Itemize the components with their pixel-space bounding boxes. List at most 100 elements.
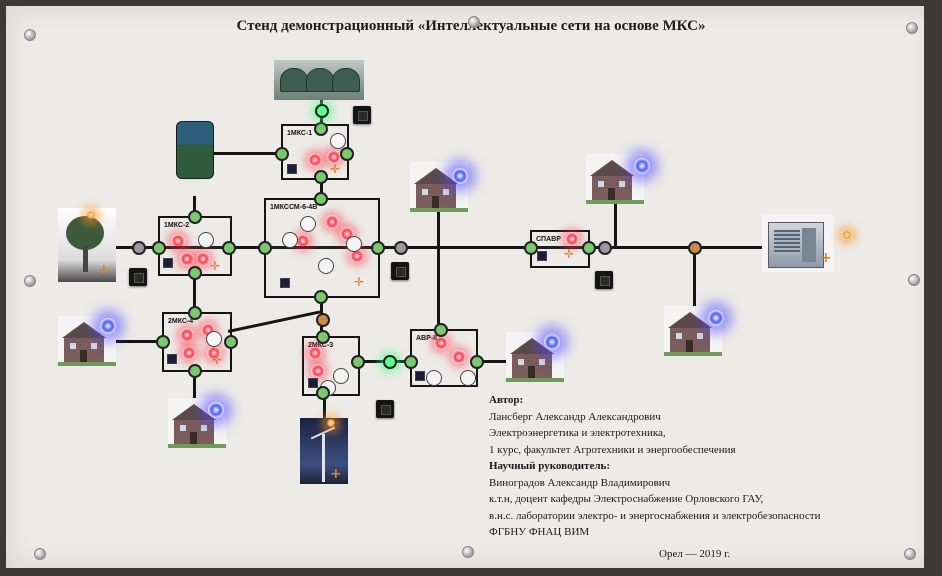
red-indicator — [182, 346, 196, 360]
house-window — [676, 333, 682, 339]
toggle-switch[interactable] — [595, 271, 613, 289]
connection-node — [316, 386, 330, 400]
wire — [193, 270, 196, 318]
arrows-icon: ✛ — [212, 353, 223, 367]
wire — [474, 360, 506, 363]
square-marker — [163, 258, 173, 268]
arrows-icon: ✛ — [330, 162, 341, 176]
house-window — [697, 333, 703, 339]
advisor-name: Виноградов Александр Владимирович — [489, 476, 671, 489]
house-window — [539, 359, 545, 365]
house-window — [518, 359, 524, 365]
arrows-icon: ✛ — [564, 247, 575, 261]
connection-node — [688, 241, 702, 255]
dial-icon — [426, 370, 442, 386]
red-indicator — [311, 364, 325, 378]
house-window — [422, 189, 428, 195]
red-indicator — [171, 234, 185, 248]
author-name: Лансберг Александр Александрович — [489, 410, 661, 423]
house-ground — [410, 208, 468, 212]
dial-icon — [333, 368, 349, 384]
orange-indicator — [842, 230, 852, 240]
red-indicator — [434, 336, 448, 350]
tree-crown — [66, 216, 104, 250]
greenhouse-dome — [280, 68, 308, 92]
blue-indicator — [100, 318, 116, 334]
toggle-switch[interactable] — [376, 400, 394, 418]
dial-icon — [206, 331, 222, 347]
red-indicator — [308, 346, 322, 360]
plus-icon: + — [330, 466, 342, 482]
block-label: 2МКС-3 — [308, 342, 334, 349]
house-image — [506, 332, 564, 382]
wire — [320, 176, 323, 198]
screw — [468, 16, 480, 28]
author-heading: Автор: — [489, 394, 524, 406]
square-marker — [308, 378, 318, 388]
biomass-tree-image: + — [58, 208, 116, 282]
greenhouse-dome — [332, 68, 360, 92]
house-ground — [586, 200, 644, 204]
house-image — [410, 162, 468, 212]
connection-node — [188, 364, 202, 378]
house-door — [686, 340, 693, 352]
red-indicator — [452, 350, 466, 364]
plant-grille — [774, 230, 800, 254]
dial-icon — [318, 258, 334, 274]
wire — [193, 368, 196, 404]
square-marker — [415, 371, 425, 381]
connection-node — [258, 241, 272, 255]
toggle-switch[interactable] — [353, 106, 371, 124]
block-label: 1МКС-1 — [287, 130, 313, 137]
house-image — [664, 306, 722, 356]
red-indicator — [180, 328, 194, 342]
blue-indicator — [452, 168, 468, 184]
arrows-icon: ✛ — [354, 275, 365, 289]
toggle-switch[interactable] — [391, 262, 409, 280]
connection-node — [470, 355, 484, 369]
author-info: Автор: Лансберг Александр Александрович … — [489, 392, 929, 560]
plant-door — [802, 228, 816, 262]
square-marker — [287, 164, 297, 174]
dial-icon — [300, 216, 316, 232]
house-roof — [172, 404, 216, 420]
house-roof — [510, 338, 554, 354]
block-label: 1МКС-2 — [164, 222, 190, 229]
connection-node — [188, 266, 202, 280]
house-roof — [414, 168, 458, 184]
author-field: Электроэнергетика и электротехника, — [489, 427, 666, 439]
connection-node — [582, 241, 596, 255]
house-door — [432, 196, 439, 208]
house-door — [608, 188, 615, 200]
house-door — [190, 432, 197, 444]
house-ground — [664, 352, 722, 356]
red-indicator — [296, 234, 310, 248]
house-image — [58, 316, 116, 366]
power-plant-image: + — [762, 214, 834, 272]
dial-icon — [330, 133, 346, 149]
connection-node — [314, 170, 328, 184]
connection-node — [156, 335, 170, 349]
blue-indicator — [634, 158, 650, 174]
house-ground — [58, 362, 116, 366]
wire — [210, 152, 282, 155]
dial-icon — [282, 232, 298, 248]
connection-node — [188, 210, 202, 224]
dial-icon — [198, 232, 214, 248]
house-roof — [62, 322, 106, 338]
green-indicator — [315, 104, 329, 118]
storage-tank-image — [174, 117, 214, 179]
connection-node — [188, 306, 202, 320]
connection-node — [275, 147, 289, 161]
square-marker — [167, 354, 177, 364]
toggle-switch[interactable] — [129, 268, 147, 286]
tank-body — [176, 121, 214, 179]
wall-edge — [924, 0, 942, 576]
advisor-heading: Научный руководитель: — [489, 460, 610, 472]
greenhouse-image — [274, 60, 364, 100]
screw — [462, 546, 474, 558]
author-course: 1 курс, факультет Агротехники и энергооб… — [489, 443, 736, 456]
red-indicator — [565, 232, 579, 246]
block-label: АВР-II — [416, 335, 437, 342]
connection-node — [434, 323, 448, 337]
